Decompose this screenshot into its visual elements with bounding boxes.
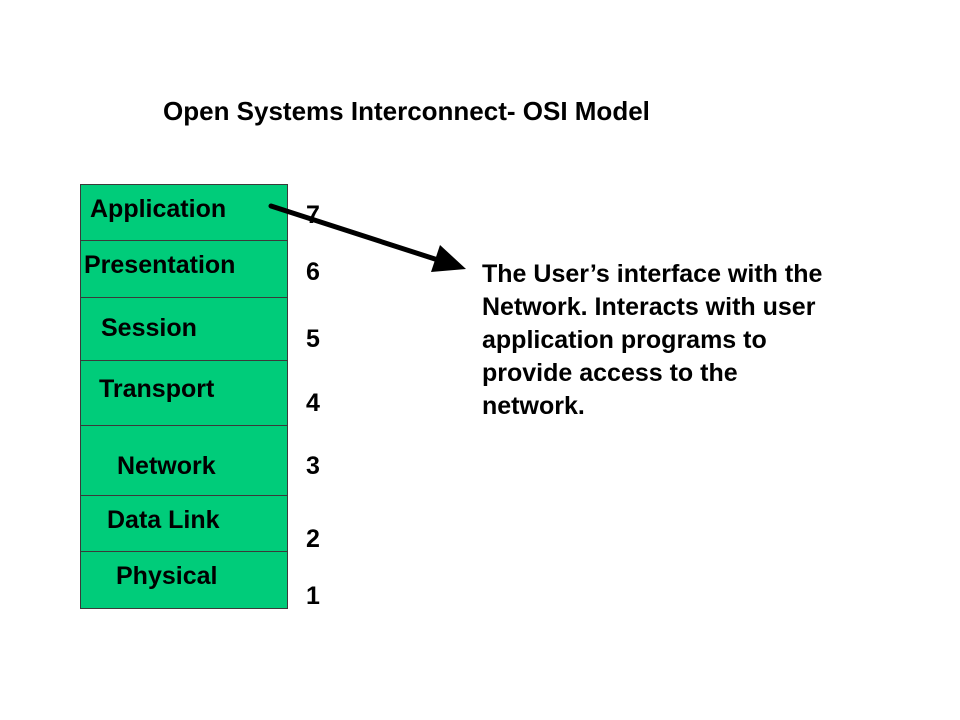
layer-label-application: Application — [90, 195, 227, 223]
layer-number-2: 2 — [306, 525, 320, 553]
layer-number-7: 7 — [306, 201, 320, 229]
arrow-shaft — [268, 203, 441, 263]
layer-network: Network — [80, 425, 288, 497]
layer-physical: Physical — [80, 551, 288, 609]
layer-label-session: Session — [101, 314, 197, 342]
layer-transport: Transport — [80, 360, 288, 427]
layer-number-5: 5 — [306, 325, 320, 353]
slide-title: Open Systems Interconnect- OSI Model — [163, 96, 650, 126]
layer-label-presentation: Presentation — [84, 251, 236, 279]
layer-label-transport: Transport — [99, 375, 215, 403]
layer-number-3: 3 — [306, 452, 320, 480]
application-layer-description: The User’s interface with the Network. I… — [482, 260, 823, 420]
layer-data-link: Data Link — [80, 495, 288, 553]
osi-layer-stack: Application Presentation Session Transpo… — [80, 184, 288, 609]
layer-session: Session — [80, 297, 288, 362]
layer-label-data-link: Data Link — [107, 506, 220, 534]
layer-number-4: 4 — [306, 389, 320, 417]
layer-application: Application — [80, 184, 288, 242]
layer-label-physical: Physical — [116, 562, 218, 590]
layer-label-network: Network — [117, 452, 216, 480]
layer-presentation: Presentation — [80, 240, 288, 299]
layer-number-6: 6 — [306, 258, 320, 286]
arrow-head — [431, 245, 466, 272]
layer-number-1: 1 — [306, 582, 320, 610]
